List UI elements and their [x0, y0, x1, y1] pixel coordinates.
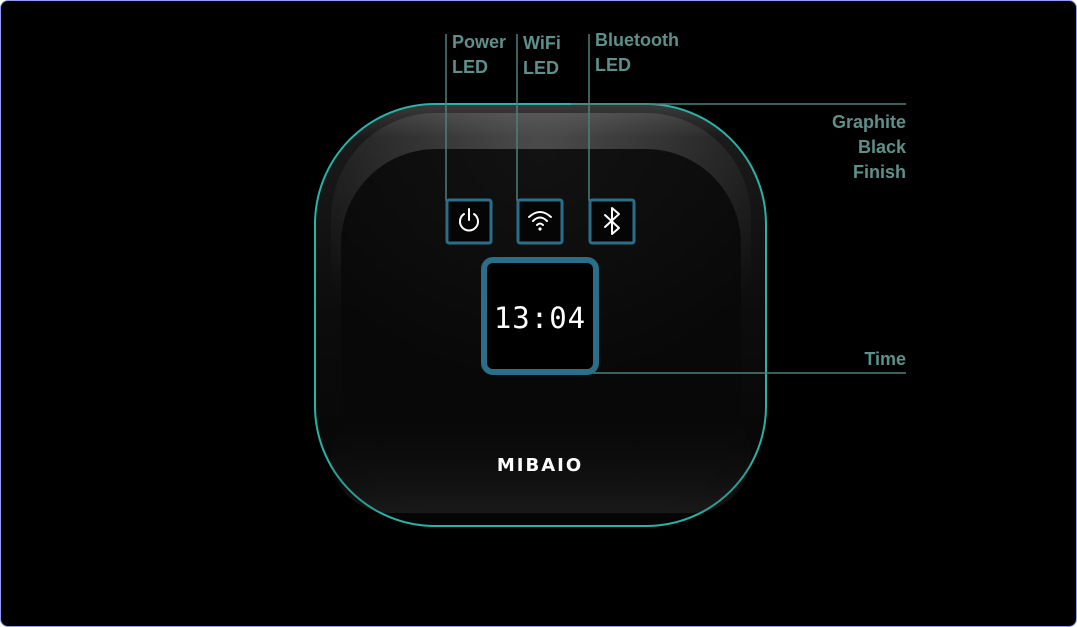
wifi-led [516, 198, 564, 245]
power-icon [459, 208, 479, 232]
wifi-icon [528, 211, 552, 226]
time-label: Time [864, 349, 906, 369]
time-display-text: 13:04 [494, 301, 586, 335]
power-led-label: Power LED [452, 32, 507, 77]
finish-label: Graphite Black Finish [831, 112, 906, 182]
power-led [445, 198, 493, 245]
time-display-frame [481, 257, 599, 375]
brand-logo: MIBAIO [497, 455, 583, 476]
bluetooth-led [588, 198, 636, 245]
wifi-led-label: WiFi LED [523, 33, 561, 78]
device-bottom-rim [331, 401, 751, 513]
bluetooth-icon [604, 207, 620, 235]
bluetooth-led-label: Bluetooth LED [595, 30, 679, 75]
leader-lines [445, 34, 906, 374]
